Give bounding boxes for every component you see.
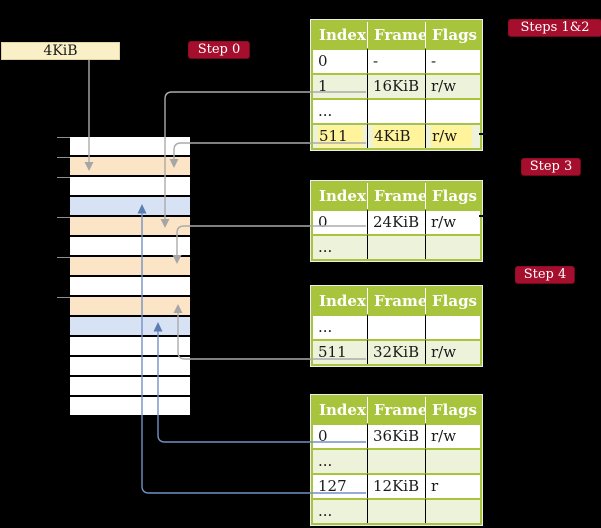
memory-row-9 xyxy=(70,297,190,315)
table-cell: r/w xyxy=(425,123,480,148)
table-cell: 1 xyxy=(313,73,367,98)
steps-1-2-badge: Steps 1&2 xyxy=(508,19,601,37)
address-tick xyxy=(57,257,70,258)
table-cell: ... xyxy=(313,314,367,339)
memory-row-14 xyxy=(70,397,190,415)
step-0-badge: Step 0 xyxy=(188,41,250,59)
table-cell xyxy=(367,98,425,123)
memory-row-8 xyxy=(70,277,190,295)
table-cell: 511 xyxy=(313,123,367,148)
table-cell: r xyxy=(425,473,480,498)
table-cell: 0 xyxy=(313,423,367,448)
table-cell: 12KiB xyxy=(367,473,425,498)
table-cell: 127 xyxy=(313,473,367,498)
frame-size-box: 4KiB xyxy=(1,42,120,60)
table-cell xyxy=(425,498,480,523)
column-header-index: Index xyxy=(313,288,367,314)
column-header-flags: Flags xyxy=(425,183,480,209)
highlighted-entry: r/w xyxy=(431,126,473,147)
column-header-index: Index xyxy=(313,22,367,48)
memory-row-11 xyxy=(70,337,190,355)
column-header-index: Index xyxy=(313,397,367,423)
address-tick xyxy=(57,177,70,178)
table-cell xyxy=(425,448,480,473)
table-cell xyxy=(367,448,425,473)
table-cell: 4KiB xyxy=(367,123,426,148)
table-cell: ... xyxy=(313,234,367,259)
column-header-flags: Flags xyxy=(425,397,480,423)
table-cell xyxy=(425,234,480,259)
memory-row-7 xyxy=(70,257,190,275)
table-cell: ... xyxy=(313,98,367,123)
column-header-flags: Flags xyxy=(425,22,480,48)
column-header-index: Index xyxy=(313,183,367,209)
table-cell xyxy=(367,234,425,259)
table-cell: r/w xyxy=(425,209,480,234)
highlighted-entry: 511 xyxy=(318,126,363,147)
table-cell: 0 xyxy=(313,48,367,73)
table-cell: 24KiB xyxy=(367,209,425,234)
table-cell: r/w xyxy=(425,423,480,448)
table-cell: ... xyxy=(313,448,367,473)
table-cell: 32KiB xyxy=(367,339,425,364)
highlighted-entry: 4KiB xyxy=(373,126,426,147)
memory-row-5 xyxy=(70,217,190,235)
table-cell: - xyxy=(425,48,480,73)
memory-row-6 xyxy=(70,237,190,255)
table-cell xyxy=(425,98,480,123)
table-cell: 511 xyxy=(313,339,367,364)
memory-row-1 xyxy=(70,137,190,155)
memory-row-13 xyxy=(70,377,190,395)
table-cell: 16KiB xyxy=(367,73,425,98)
step-3-badge: Step 3 xyxy=(521,158,581,176)
column-header-frame: Frame xyxy=(367,397,427,423)
memory-row-12 xyxy=(70,357,190,375)
address-tick xyxy=(57,157,70,158)
memory-row-2 xyxy=(70,157,190,175)
table-cell: 36KiB xyxy=(367,423,425,448)
table-cell xyxy=(425,314,480,339)
column-header-frame: Frame xyxy=(367,288,427,314)
memory-row-4 xyxy=(70,197,190,215)
table-cell: 0 xyxy=(313,209,367,234)
memory-row-3 xyxy=(70,177,190,195)
table-cell xyxy=(367,498,425,523)
address-tick xyxy=(57,217,70,218)
address-tick xyxy=(57,297,70,298)
frame-size-label: 4KiB xyxy=(43,43,78,59)
memory-row-10 xyxy=(70,317,190,335)
step-4-badge: Step 4 xyxy=(515,266,575,284)
table-cell: ... xyxy=(313,498,367,523)
column-header-flags: Flags xyxy=(425,288,480,314)
table-cell: r/w xyxy=(425,339,480,364)
column-header-frame: Frame xyxy=(367,22,427,48)
table-cell: r/w xyxy=(425,73,480,98)
column-header-frame: Frame xyxy=(367,183,427,209)
address-tick xyxy=(57,137,70,138)
table-cell: - xyxy=(367,48,425,73)
table-cell xyxy=(367,314,425,339)
